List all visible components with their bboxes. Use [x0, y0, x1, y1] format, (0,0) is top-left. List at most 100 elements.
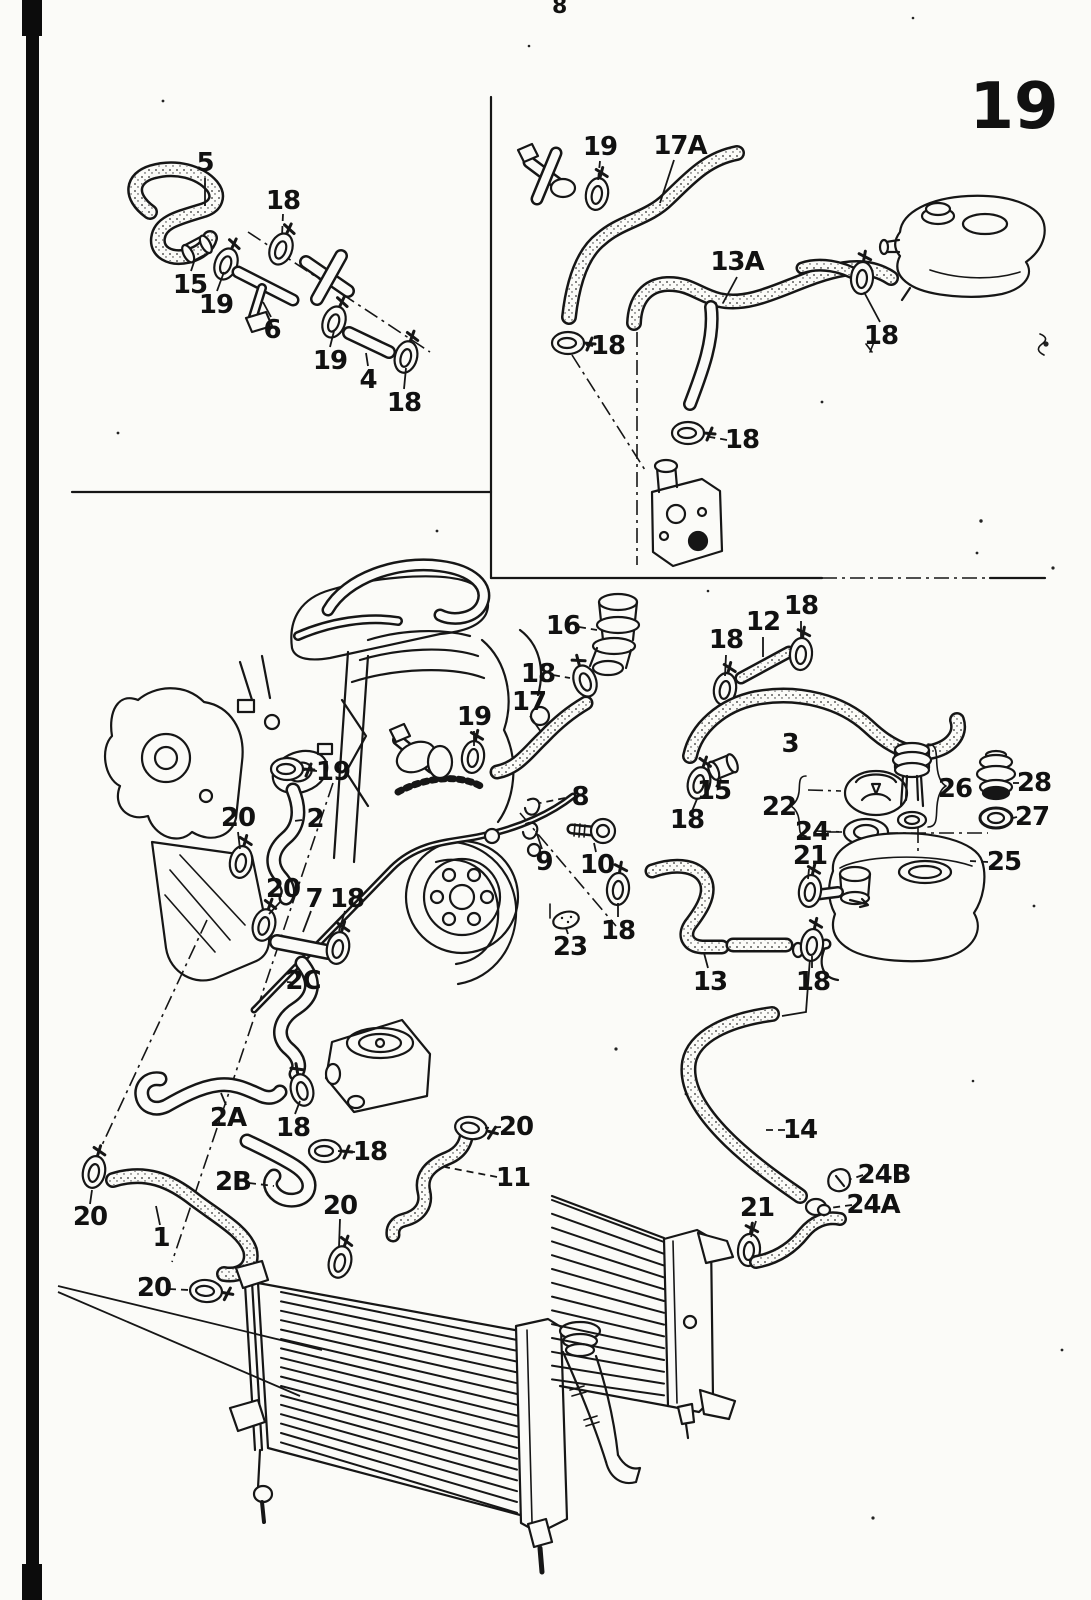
- callout-18-1: 18: [265, 186, 301, 216]
- callout-18-17: 18: [708, 625, 744, 655]
- callout-14-52: 14: [782, 1115, 818, 1145]
- thermostat-housing-drawing: [388, 722, 454, 780]
- callout-24-34: 24: [794, 817, 830, 847]
- hose-11-drawing: [385, 1116, 475, 1243]
- hose-12-drawing: [734, 645, 796, 685]
- callout-22-33: 22: [761, 792, 797, 822]
- callout-17-19: 17: [511, 687, 547, 717]
- hose-17a-drawing: [561, 145, 745, 325]
- callout-13a-10: 13A: [710, 247, 764, 277]
- hose-2b-drawing: [239, 1133, 317, 1208]
- callout-20-41: 20: [265, 874, 301, 904]
- callout-11-50: 11: [495, 1163, 531, 1193]
- cap-26-drawing: [891, 741, 933, 830]
- callout-1-57: 1: [152, 1223, 170, 1253]
- callout-21-35: 21: [792, 841, 828, 871]
- oil-cooler-flange-drawing: [650, 458, 724, 568]
- hose-4-drawing: [342, 326, 396, 359]
- callout-2c-44: 2C: [285, 966, 321, 996]
- water-flange-drawing: [516, 142, 577, 206]
- main-radiator-fins: [280, 1291, 518, 1514]
- bracket-26: [927, 743, 947, 828]
- callout-27-38: 27: [1014, 802, 1050, 832]
- callout-20-24: 20: [220, 803, 256, 833]
- callout-4-6: 4: [359, 365, 377, 395]
- callout-19-20: 19: [456, 702, 492, 732]
- callout-2a-45: 2A: [209, 1103, 247, 1133]
- aux-radiator-fins: [551, 1199, 665, 1397]
- pipe-6-drawing: [231, 265, 300, 334]
- main-radiator-drawing: [228, 1259, 642, 1575]
- callout-20-51: 20: [498, 1112, 534, 1142]
- part-9-clips-drawing: [521, 797, 542, 858]
- part-10-bolt-drawing: [566, 817, 617, 845]
- aux-radiator-drawing: [550, 1194, 737, 1440]
- hose-13-drawing: [644, 858, 794, 955]
- callout-18-28: 18: [600, 916, 636, 946]
- callout-18-18: 18: [783, 591, 819, 621]
- part-23-plug-drawing: [549, 903, 580, 930]
- callout-17a-9: 17A: [653, 131, 707, 161]
- callout-25-39: 25: [986, 847, 1022, 877]
- callout-18-43: 18: [329, 884, 365, 914]
- callout-19-3: 19: [198, 290, 234, 320]
- hose-14-drawing: [680, 1006, 808, 1204]
- callout-28-37: 28: [1016, 768, 1052, 798]
- parts-24a-24b-drawing: [804, 1168, 852, 1217]
- callout-26-36: 26: [937, 774, 973, 804]
- callout-10-26: 10: [579, 850, 615, 880]
- callout-3-30: 3: [781, 729, 799, 759]
- bottom-right-hose-drawing: [749, 1211, 847, 1269]
- callout-13-29: 13: [692, 967, 728, 997]
- callout-19-5: 19: [312, 346, 348, 376]
- leader-lines: [89, 159, 1019, 1291]
- callout-6-4: 6: [263, 315, 281, 345]
- callout-18-40: 18: [795, 967, 831, 997]
- callout-12-16: 12: [745, 607, 781, 637]
- callout-18-13: 18: [724, 425, 760, 455]
- callout-16-14: 16: [545, 611, 581, 641]
- callout-24a-54: 24A: [846, 1190, 900, 1220]
- callout-19-21: 19: [315, 757, 351, 787]
- callout-18-15: 18: [520, 659, 556, 689]
- inset-border-lines: [70, 95, 1047, 580]
- cap-28-drawing: [975, 749, 1017, 801]
- callout-18-7: 18: [386, 388, 422, 418]
- hose-7-drawing: [269, 934, 336, 960]
- callout-18-11: 18: [590, 331, 626, 361]
- callout-9-25: 9: [535, 847, 553, 877]
- callout-18-12: 18: [863, 321, 899, 351]
- ring-27-drawing: [978, 806, 1014, 830]
- callout-20-58: 20: [136, 1273, 172, 1303]
- hose-2c-drawing: [273, 955, 319, 1082]
- pipe-8-drawing: [250, 792, 577, 1014]
- callout-7-42: 7: [305, 884, 323, 914]
- callout-20-49: 20: [322, 1191, 358, 1221]
- hose-3-drawing: [682, 687, 967, 764]
- callout-15-2: 15: [172, 270, 208, 300]
- oil-cooler-drawing: [324, 1018, 432, 1114]
- hose-2-drawing: [266, 782, 306, 906]
- callout-19-8: 19: [582, 132, 618, 162]
- scan-edge-artifacts: [22, 0, 1064, 1600]
- page-number: 19: [969, 70, 1059, 144]
- part-16-connector-drawing: [588, 592, 641, 677]
- callout-24b-53: 24B: [857, 1160, 912, 1190]
- top-edge-artifact-digit: 8: [552, 0, 568, 19]
- callout-21-55: 21: [739, 1193, 775, 1223]
- callout-2-23: 2: [306, 804, 324, 834]
- expansion-tank-top-drawing: [878, 194, 1046, 302]
- callout-2b-48: 2B: [215, 1167, 252, 1197]
- y-connector-drawing: [299, 249, 355, 306]
- callout-18-46: 18: [275, 1113, 311, 1143]
- callout-18-32: 18: [669, 805, 705, 835]
- callout-18-47: 18: [352, 1137, 388, 1167]
- callout-23-27: 23: [552, 932, 588, 962]
- callout-8-22: 8: [571, 782, 589, 812]
- callout-5-0: 5: [196, 148, 214, 178]
- hose-17-drawing: [489, 695, 594, 780]
- callout-15-31: 15: [696, 776, 732, 806]
